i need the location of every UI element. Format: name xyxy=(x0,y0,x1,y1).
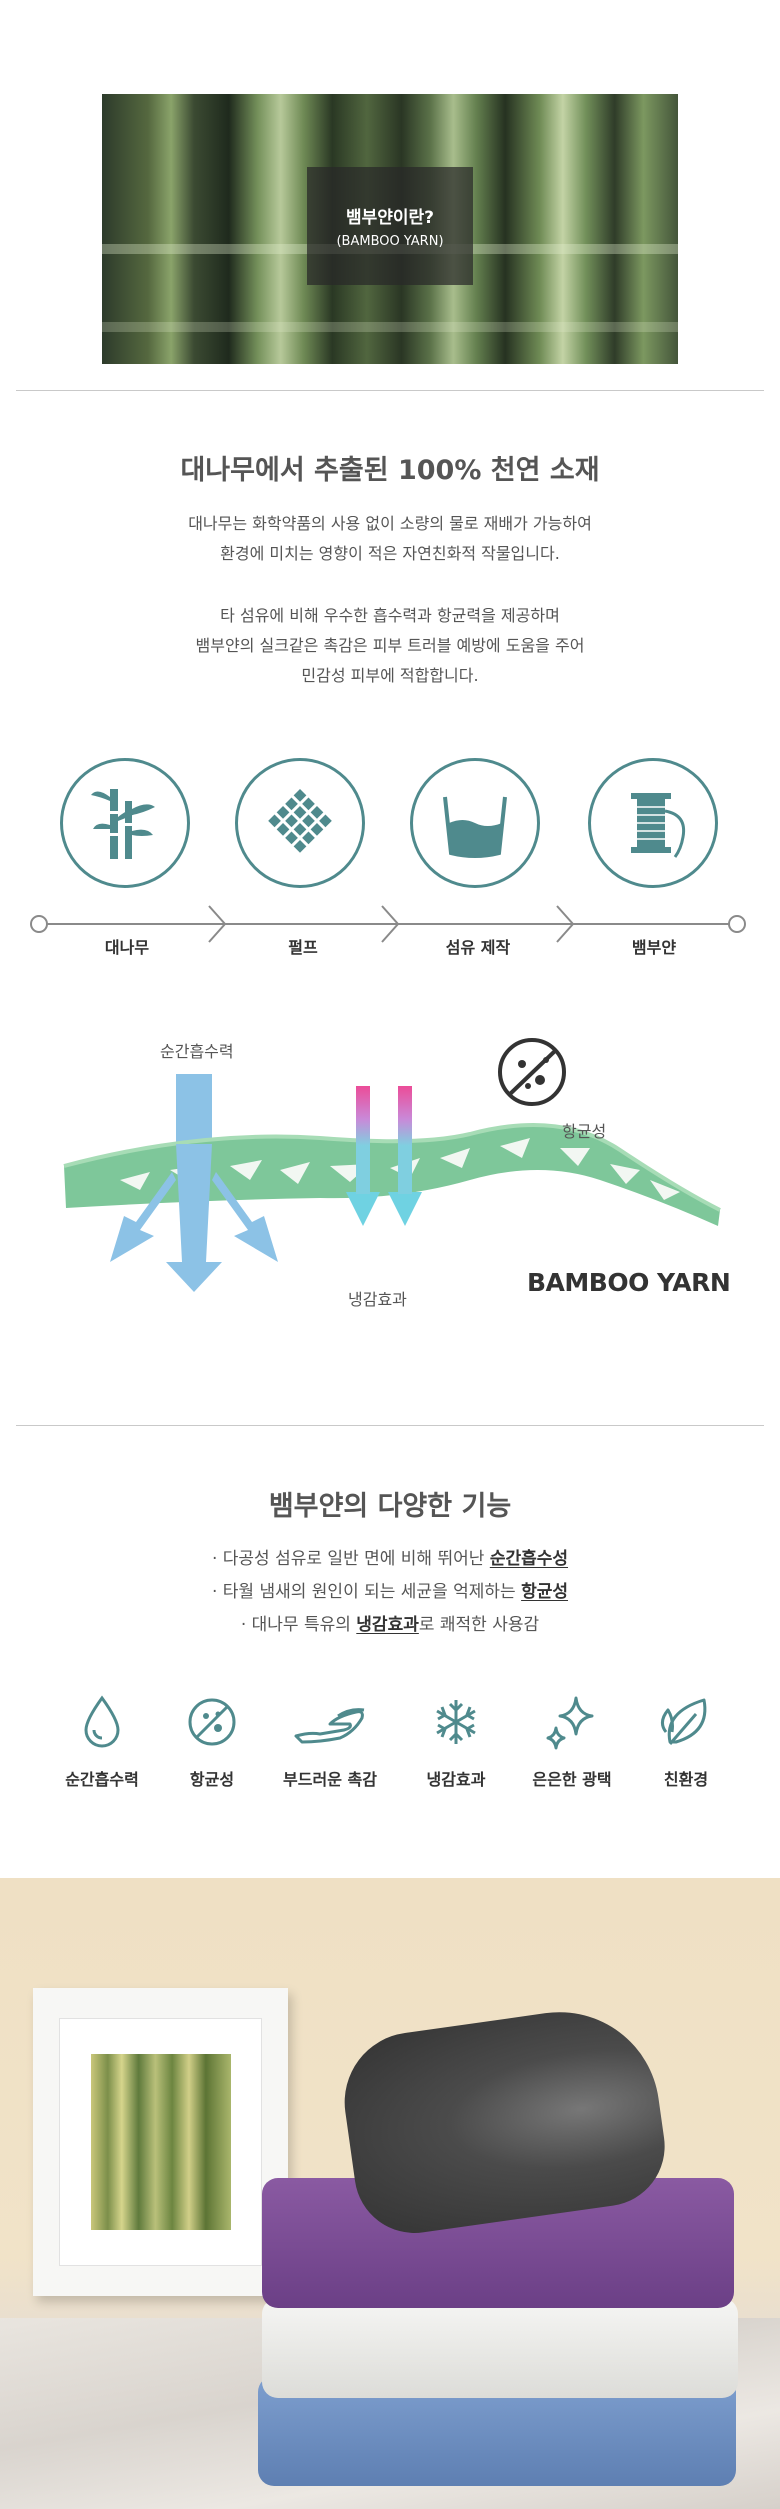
towel-white xyxy=(262,2298,738,2398)
bullet-line: · 대나무 특유의 냉감효과로 쾌적한 사용감 xyxy=(240,1615,540,1635)
divider xyxy=(16,1425,764,1426)
process-end-dot xyxy=(728,915,746,933)
process-label-fiber: 섬유 제작 xyxy=(445,938,511,957)
function-bullets: · 다공성 섬유로 일반 면에 비해 뛰어난 순간흡수성 · 타월 냄새의 원인… xyxy=(0,1543,780,1642)
feature-soft: 부드러운 촉감 xyxy=(270,1692,390,1790)
feature-gloss: 은은한 광택 xyxy=(512,1692,632,1790)
snowflake-icon xyxy=(436,1700,476,1744)
process-start-dot xyxy=(30,915,48,933)
cooling-label: 냉감효과 xyxy=(348,1290,407,1309)
process-label-bamboo: 대나무 xyxy=(104,938,150,957)
hero-title: 뱀부얀이란? xyxy=(345,208,435,228)
feature-eco: 친환경 xyxy=(626,1692,746,1790)
bullet-line: · 다공성 섬유로 일반 면에 비해 뛰어난 순간흡수성 xyxy=(211,1549,569,1569)
absorb-label: 순간흡수력 xyxy=(160,1042,234,1061)
feature-cooling: 냉감효과 xyxy=(396,1692,516,1790)
pulp-grid-icon xyxy=(235,758,365,888)
section-heading-natural: 대나무에서 추출된 100% 천연 소재 xyxy=(180,455,600,486)
fabric-diagram xyxy=(63,1038,721,1292)
divider xyxy=(16,390,764,391)
hero-bamboo-image: 뱀부얀이란? (BAMBOO YARN) xyxy=(102,94,678,364)
benefit-paragraph: 타 섬유에 비해 우수한 흡수력과 항균력을 제공하며 뱀부얀의 실크같은 촉감… xyxy=(195,606,585,685)
section-heading-functions: 뱀부얀의 다양한 기능 xyxy=(268,1491,512,1522)
picture-frame xyxy=(33,1988,288,2296)
bamboo-picture xyxy=(91,2054,231,2230)
feature-absorb: 순간흡수력 xyxy=(42,1692,162,1790)
water-drop-icon xyxy=(84,1695,120,1748)
process-label-yarn: 뱀부얀 xyxy=(631,938,677,957)
fiber-vat-icon xyxy=(410,758,540,888)
process-label-pulp: 펄프 xyxy=(288,938,318,957)
intro-paragraph: 대나무는 화학약품의 사용 없이 소량의 물로 재배가 가능하여 환경에 미치는… xyxy=(188,514,592,563)
bullet-line: · 타월 냄새의 원인이 되는 세균을 억제하는 항균성 xyxy=(211,1582,569,1602)
process-chevron xyxy=(208,905,227,943)
hero-caption-box: 뱀부얀이란? (BAMBOO YARN) xyxy=(307,167,473,285)
antibacterial-icon xyxy=(498,1038,566,1106)
leaf-icon xyxy=(661,1698,707,1745)
product-photo xyxy=(0,1878,780,2509)
bamboo-icon xyxy=(60,758,190,888)
cooling-arrow xyxy=(356,1086,370,1146)
process-chevron xyxy=(556,905,575,943)
sparkle-icon xyxy=(546,1696,594,1750)
hero-subtitle: (BAMBOO YARN) xyxy=(336,234,444,249)
antibacterial-label: 항균성 xyxy=(562,1122,607,1141)
antibacterial-icon xyxy=(188,1698,236,1746)
yarn-spool-icon xyxy=(588,758,718,888)
brand-label: BAMBOO YARN xyxy=(527,1268,731,1297)
absorb-arrow xyxy=(176,1074,212,1144)
soft-hand-icon xyxy=(294,1708,365,1744)
process-line xyxy=(38,923,734,925)
fabric-mesh xyxy=(64,1125,720,1226)
feature-antibacterial: 항균성 xyxy=(152,1692,272,1790)
process-chevron xyxy=(381,905,400,943)
